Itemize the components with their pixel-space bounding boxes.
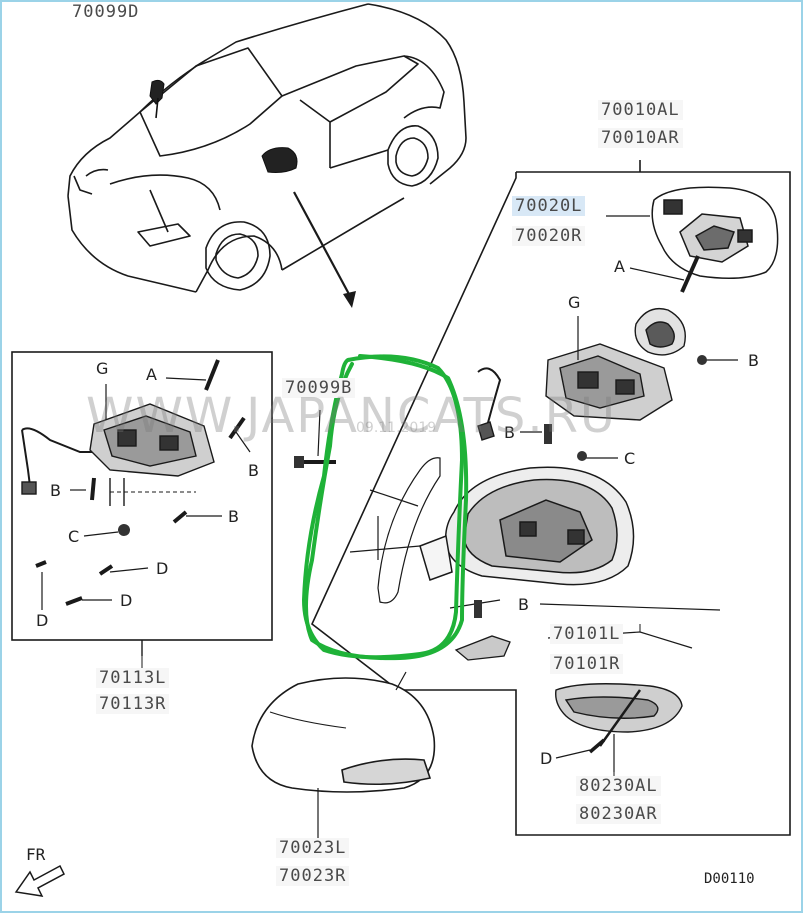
callout-d-inset-1: D: [156, 559, 169, 578]
drawing-code: D00110: [704, 871, 755, 887]
part-label-70099b: 70099B: [282, 378, 356, 398]
part-label-70010al: 70010AL: [598, 100, 683, 120]
mirror-glass-part: [651, 186, 779, 279]
watermark-date: 09.11.2019: [356, 420, 437, 436]
mirror-housing-part: [419, 466, 635, 586]
callout-b-inset-3: B: [228, 507, 239, 526]
part-label-70023l: 70023L: [276, 838, 350, 858]
part-label-70023r: 70023R: [276, 866, 350, 886]
callout-d-main: D: [540, 749, 553, 768]
screw-a: [629, 255, 700, 293]
base-bracket-part: [454, 635, 511, 661]
callout-b-main-3: B: [518, 595, 529, 614]
car-mirror: [261, 147, 298, 173]
callout-d-inset-3: D: [36, 611, 49, 630]
callout-a-inset: A: [146, 365, 157, 384]
assembly-frame: [311, 160, 791, 836]
part-label-70101r: 70101R: [550, 654, 624, 674]
callout-c-main: C: [624, 449, 636, 468]
callout-b-inset-1: B: [248, 461, 259, 480]
part-label-70020r: 70020R: [512, 226, 586, 246]
part-label-70010ar: 70010AR: [598, 128, 683, 148]
annotation-circle: [302, 354, 469, 661]
bolt-70099b: [294, 409, 336, 468]
vehicle-outline: [67, 3, 467, 293]
part-label-70113r: 70113R: [96, 694, 170, 714]
inset-motor-part: [21, 384, 215, 506]
callout-g-inset: G: [96, 359, 109, 378]
callout-a-main: A: [614, 257, 625, 276]
part-label-70099d: 70099D: [72, 2, 140, 22]
pointer-arrow: [293, 191, 351, 297]
watermark-text: WWW.JAPANCATS.RU: [86, 388, 618, 444]
callout-c-inset: C: [68, 527, 80, 546]
callout-b-inset-2: B: [50, 481, 61, 500]
part-label-70101l: 70101L: [550, 624, 624, 644]
callout-b-main-1: B: [748, 351, 759, 370]
part-label-70113l: 70113L: [96, 668, 170, 688]
part-label-70020l[interactable]: 70020L: [512, 196, 586, 216]
turn-signal-lamp-part: [555, 683, 683, 747]
callout-b-main-2: B: [504, 423, 515, 442]
direction-label: FR: [26, 845, 46, 864]
mirror-cover-part: [251, 677, 436, 793]
part-label-80230al: 80230AL: [576, 776, 661, 796]
callout-g-main: G: [568, 293, 581, 312]
fr-arrow-icon: [14, 864, 65, 897]
part-label-80230ar: 80230AR: [576, 804, 661, 824]
callout-d-inset-2: D: [120, 591, 133, 610]
mirror-motor-part: [477, 307, 686, 441]
